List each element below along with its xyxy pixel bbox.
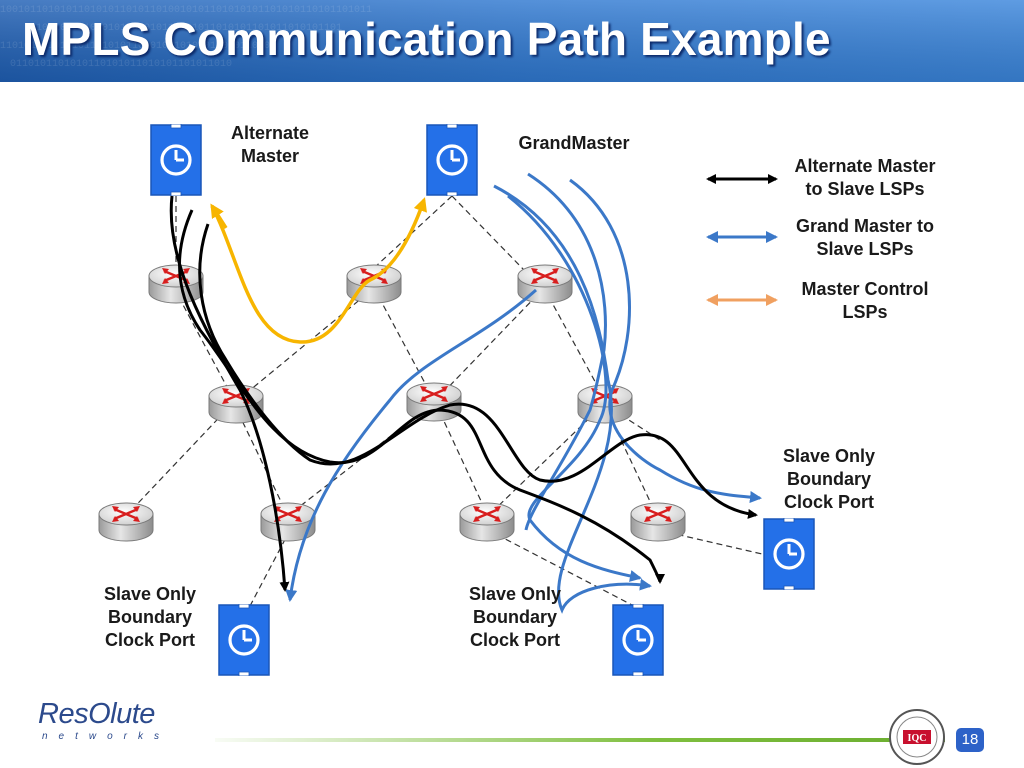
grandmaster-label: GrandMaster <box>518 133 629 153</box>
page-number-badge: 18 <box>956 728 984 752</box>
grandmaster-clock-icon <box>426 124 478 196</box>
slave-left-clock-icon <box>218 604 270 676</box>
legend-item-control: Master Control LSPs <box>706 279 929 322</box>
legend-alternate-line1: Alternate Master <box>794 156 935 176</box>
footer-divider <box>215 738 945 742</box>
node-labels: Alternate Master GrandMaster Slave Only … <box>104 123 875 650</box>
slave-middle-clock-icon <box>612 604 664 676</box>
title-banner: 1001011010101101010110101101001010110101… <box>0 0 1024 82</box>
legend-grandmaster-line2: Slave LSPs <box>816 239 913 259</box>
router-r1 <box>147 263 205 305</box>
slave-right-label-line3: Clock Port <box>784 492 874 512</box>
legend: Alternate Master to Slave LSPs Grand Mas… <box>706 156 936 322</box>
legend-alternate-line2: to Slave LSPs <box>805 179 924 199</box>
slide-title: MPLS Communication Path Example <box>22 13 831 65</box>
master-control-lsp-path <box>210 197 427 344</box>
alternate-master-label-line2: Master <box>241 146 299 166</box>
router-r10 <box>629 501 687 543</box>
alternate-master-lsp-paths <box>169 195 758 592</box>
logo-subtitle: networks <box>42 731 171 742</box>
slave-right-label-line2: Boundary <box>787 469 871 489</box>
svg-text:IQC: IQC <box>908 733 927 744</box>
legend-item-grandmaster: Grand Master to Slave LSPs <box>706 216 934 259</box>
legend-control-line2: LSPs <box>842 302 887 322</box>
slave-right-clock-icon <box>763 518 815 590</box>
legend-grandmaster-line1: Grand Master to <box>796 216 934 236</box>
slave-middle-label-line2: Boundary <box>473 607 557 627</box>
svg-text:110101011010101101010110101011: 1101010110101011010101101010110101011010… <box>0 41 270 52</box>
alternate-master-label-line1: Alternate <box>231 123 309 143</box>
legend-control-line1: Master Control <box>801 279 928 299</box>
slave-left-label-line3: Clock Port <box>105 630 195 650</box>
logo-wordmark: ResOlute <box>38 698 155 730</box>
svg-text:010110101101010110101011010101: 0101101011010101101010110101011010101101… <box>30 23 342 34</box>
slave-left-label-line1: Slave Only <box>104 584 196 604</box>
slave-middle-label-line3: Clock Port <box>470 630 560 650</box>
alternate-master-clock-icon <box>150 124 202 196</box>
slave-right-label-line1: Slave Only <box>783 446 875 466</box>
router-r5 <box>405 381 463 423</box>
router-r9 <box>458 501 516 543</box>
slave-left-label-line2: Boundary <box>108 607 192 627</box>
legend-item-alternate: Alternate Master to Slave LSPs <box>706 156 936 199</box>
svg-text:011010110101011010101101010110: 0110101101010110101011010101101011010 <box>10 59 232 70</box>
router-r7 <box>97 501 155 543</box>
grandmaster-lsp-paths <box>285 172 762 614</box>
svg-text:100101101010110101011010110100: 1001011010101101010110101101001010110101… <box>0 5 372 16</box>
company-logo: ResOlute networks <box>38 698 178 746</box>
iso-seal-icon: IQC <box>889 709 945 765</box>
title-banner-background: 1001011010101101010110101101001010110101… <box>0 0 1024 82</box>
slave-middle-label-line1: Slave Only <box>469 584 561 604</box>
